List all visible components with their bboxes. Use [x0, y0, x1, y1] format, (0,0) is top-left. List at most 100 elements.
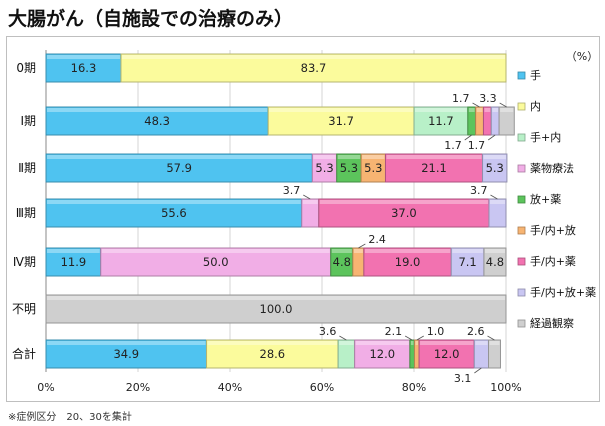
- bar-highlight: [386, 155, 482, 159]
- bar-highlight: [353, 249, 363, 253]
- bar-highlight: [415, 341, 419, 345]
- data-label: 28.6: [260, 347, 286, 361]
- bar-highlight: [410, 341, 414, 345]
- bar-segment: [45, 294, 507, 324]
- data-label: 48.3: [144, 114, 170, 128]
- data-label: 7.1: [458, 255, 476, 269]
- bar-highlight: [339, 341, 354, 345]
- callout-line: [490, 194, 498, 200]
- data-label: 16.3: [71, 61, 97, 75]
- bar-highlight: [468, 108, 475, 112]
- data-label: 5.3: [486, 161, 504, 175]
- bar-highlight: [207, 341, 338, 345]
- callout-line: [464, 134, 472, 141]
- data-label: 12.0: [369, 347, 395, 361]
- bar-highlight: [484, 108, 491, 112]
- x-tick-label: 20%: [126, 381, 150, 394]
- callout-line: [416, 335, 424, 341]
- bar-highlight: [47, 200, 301, 204]
- bar-highlight: [364, 249, 451, 253]
- bar-segment: [336, 153, 362, 183]
- data-label: 83.7: [301, 61, 327, 75]
- bar-highlight: [101, 249, 330, 253]
- bar-segment: [45, 339, 208, 369]
- data-label: 1.0: [427, 325, 445, 338]
- x-tick-label: 0%: [37, 381, 54, 394]
- bar-highlight: [484, 249, 505, 253]
- callout-line: [303, 194, 311, 200]
- legend-swatch: [517, 195, 526, 204]
- bar-segment: [413, 106, 469, 136]
- callout-line: [499, 102, 507, 108]
- callout-line: [472, 102, 480, 108]
- data-label: 2.6: [467, 325, 485, 338]
- legend-swatch: [517, 288, 526, 297]
- category-label: 合計: [12, 346, 36, 361]
- data-label: 3.7: [283, 184, 301, 197]
- data-label: 57.9: [166, 161, 192, 175]
- data-label: 37.0: [391, 206, 417, 220]
- legend-swatch: [517, 133, 526, 142]
- callout-line: [339, 335, 347, 341]
- data-label: 4.8: [486, 255, 504, 269]
- legend-label: 内: [530, 99, 541, 113]
- data-label: 5.3: [315, 161, 333, 175]
- bar-segment: [318, 198, 490, 228]
- bar-highlight: [319, 200, 488, 204]
- legend-label: 薬物療法: [530, 161, 574, 175]
- bar-highlight: [337, 155, 361, 159]
- bar-segment: [363, 247, 452, 277]
- data-label: 2.4: [368, 233, 386, 246]
- legend-label: 手: [530, 68, 541, 82]
- footnote: ※症例区分 20、30を集計: [8, 412, 132, 423]
- data-label: 19.0: [395, 255, 421, 269]
- data-label: 100.0: [260, 302, 293, 316]
- legend-label: 経過観察: [530, 316, 574, 330]
- data-label: 1.7: [452, 92, 470, 105]
- callout-line: [487, 134, 496, 141]
- bar-segment: [482, 153, 508, 183]
- data-label: 34.9: [113, 347, 139, 361]
- callout-line: [474, 367, 482, 374]
- data-label: 50.0: [203, 255, 229, 269]
- category-label: 不明: [12, 302, 36, 316]
- category-label: Ⅳ期: [13, 255, 36, 269]
- bar-highlight: [489, 341, 500, 345]
- bar-segment: [360, 153, 386, 183]
- category-label: 0期: [16, 61, 36, 75]
- bar-highlight: [47, 296, 505, 300]
- callout-line: [487, 335, 495, 341]
- legend-label: 手/内+放: [530, 223, 576, 237]
- data-label: 31.7: [328, 114, 354, 128]
- bar-segment: [483, 247, 507, 277]
- data-label: 5.3: [364, 161, 382, 175]
- callout-line: [358, 243, 366, 249]
- data-label: 4.8: [333, 255, 351, 269]
- bar-highlight: [313, 155, 336, 159]
- legend-label: 手/内+薬: [530, 254, 576, 268]
- bar-segment: [45, 53, 122, 83]
- data-label: 2.1: [385, 325, 403, 338]
- bar-highlight: [121, 55, 505, 59]
- bar-highlight: [489, 200, 505, 204]
- category-label: Ⅰ期: [20, 114, 36, 128]
- legend-swatch: [517, 102, 526, 111]
- data-label: 3.6: [319, 325, 337, 338]
- bar-highlight: [362, 155, 385, 159]
- data-label: 3.3: [479, 92, 497, 105]
- bar-highlight: [452, 249, 483, 253]
- bar-segment: [45, 198, 303, 228]
- legend-label: 放+薬: [530, 192, 561, 206]
- legend-label: 手+内: [530, 130, 561, 144]
- category-label: Ⅱ期: [18, 161, 36, 175]
- legend-swatch: [517, 319, 526, 328]
- bar-segment: [450, 247, 485, 277]
- x-tick-label: 60%: [310, 381, 334, 394]
- bar-highlight: [47, 108, 268, 112]
- data-label: 21.1: [421, 161, 447, 175]
- bar-highlight: [47, 55, 120, 59]
- data-label: 55.6: [161, 206, 187, 220]
- category-label: Ⅲ期: [16, 206, 36, 220]
- bar-highlight: [500, 108, 514, 112]
